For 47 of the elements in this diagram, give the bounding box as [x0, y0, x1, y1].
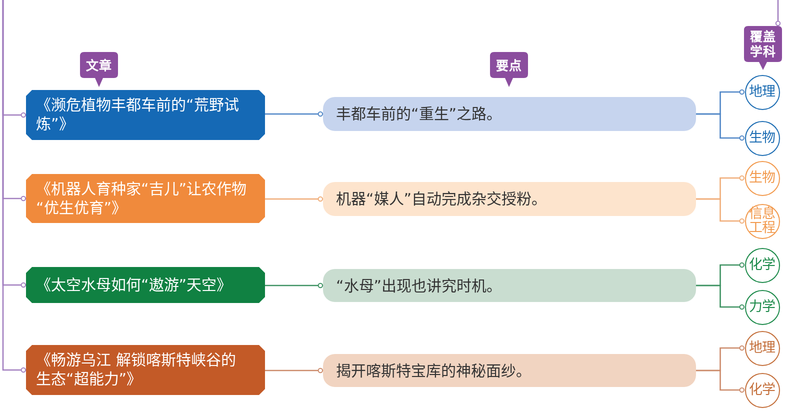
- callout-bubble: [490, 52, 528, 87]
- connector-line: [265, 196, 323, 202]
- subject-circle: [744, 74, 780, 110]
- connector-line: [265, 282, 323, 288]
- connector-line: [265, 111, 323, 117]
- callout-label: 覆盖学科: [750, 29, 776, 59]
- key-point-text: “水母”出现也讲究时机。: [336, 276, 503, 294]
- subject-label: 化学: [748, 383, 776, 397]
- article-title: 《太空水母如何“遨游”天空》: [36, 276, 233, 294]
- article-title: 《机器人育种家“吉儿”让农作物“优生优育”》: [36, 180, 247, 218]
- key-point-pill: [323, 269, 696, 302]
- callout-bubble: [744, 26, 782, 70]
- subject-label: 生物: [748, 131, 776, 145]
- connector-line: [696, 198, 744, 224]
- article-banner: [26, 345, 265, 395]
- article-banner: [26, 267, 265, 303]
- subject-circle: [744, 290, 780, 324]
- article-banner: [26, 174, 265, 223]
- subject-circle: [744, 248, 780, 282]
- connector-line: [696, 113, 744, 141]
- key-point-text: 机器“媒人”自动完成杂交授粉。: [336, 190, 548, 208]
- key-point-pill: [323, 354, 696, 387]
- subject-label: 地理: [748, 341, 776, 355]
- key-point-pill: [323, 182, 696, 216]
- subject-circle: [744, 372, 780, 408]
- key-point-pill: [323, 97, 696, 131]
- connector-line: [2, 0, 26, 373]
- subject-circle: [744, 160, 780, 196]
- subject-label: 力学: [748, 300, 776, 314]
- callout-bubble: [80, 52, 118, 87]
- subject-label: 信息工程: [748, 207, 776, 235]
- connector-line: [696, 370, 744, 393]
- subject-label: 地理: [748, 85, 776, 99]
- article-title: 《畅游乌江 解锁喀斯特峡谷的生态“超能力”》: [36, 351, 237, 389]
- callout-label: 文章: [86, 58, 112, 72]
- callout-label: 要点: [496, 58, 522, 72]
- article-title: 《濒危植物丰都车前的“荒野试炼”》: [36, 96, 240, 134]
- subject-circle: [744, 330, 780, 366]
- subject-circle: [744, 120, 780, 156]
- connector-line: [265, 368, 323, 374]
- subject-label: 化学: [748, 258, 776, 272]
- key-point-text: 揭开喀斯特宝库的神秘面纱。: [336, 362, 532, 380]
- connector-line: [775, 0, 781, 26]
- key-point-text: 丰都车前的“重生”之路。: [336, 105, 503, 123]
- subject-label: 生物: [748, 171, 776, 185]
- article-banner: [26, 90, 265, 140]
- connector-line: [696, 284, 744, 310]
